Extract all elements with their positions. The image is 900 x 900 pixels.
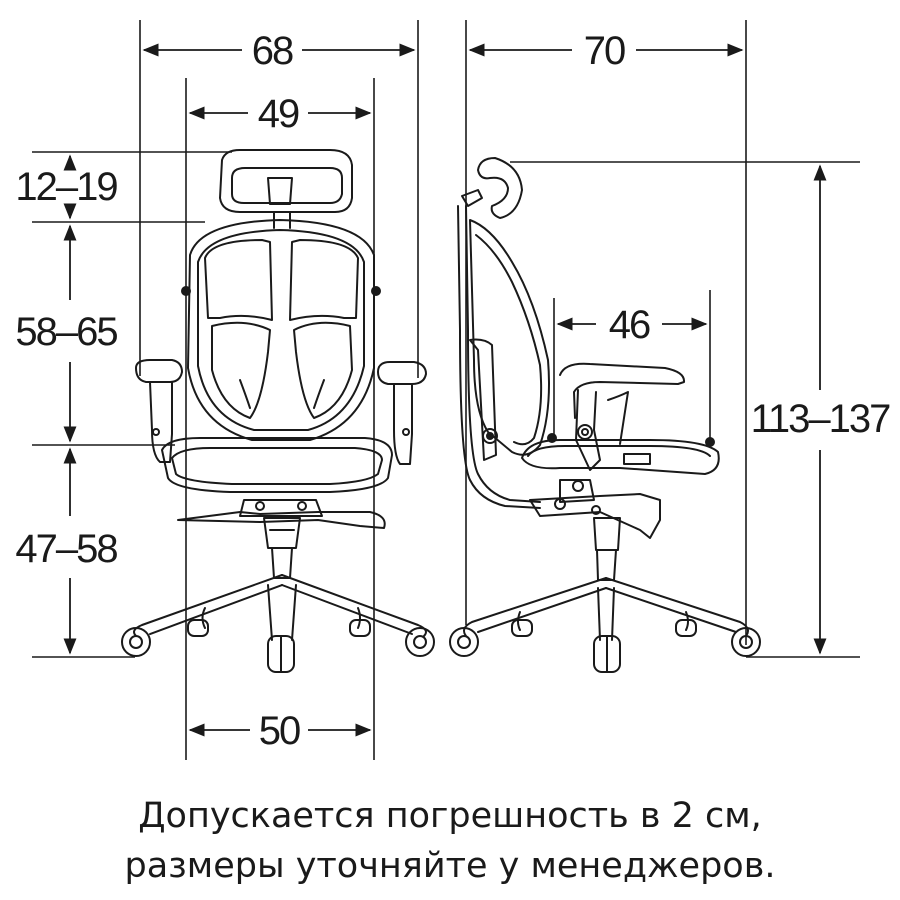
dim-headrest-adjust: 12–19 [15,165,117,209]
side-seat [521,439,720,475]
side-backrest [469,219,550,456]
dim-base-width: 50 [259,709,300,753]
dim-depth: 70 [584,29,625,73]
side-view-chair [449,157,761,673]
front-seat [161,437,393,493]
front-view-chair [121,149,435,673]
caption-contact-note: размеры уточняйте у менеджеров. [124,846,776,886]
dim-seat-height: 47–58 [15,527,117,571]
caption-tolerance-note: Допускается погрешность в 2 см, [138,796,762,836]
dim-seat-depth: 46 [609,303,650,347]
dim-total-height: 113–137 [751,397,891,441]
side-headrest [477,157,523,219]
dim-back-width: 49 [258,92,299,136]
dim-total-width: 68 [252,29,293,73]
dim-back-height: 58–65 [15,310,117,354]
front-headrest [219,149,353,213]
